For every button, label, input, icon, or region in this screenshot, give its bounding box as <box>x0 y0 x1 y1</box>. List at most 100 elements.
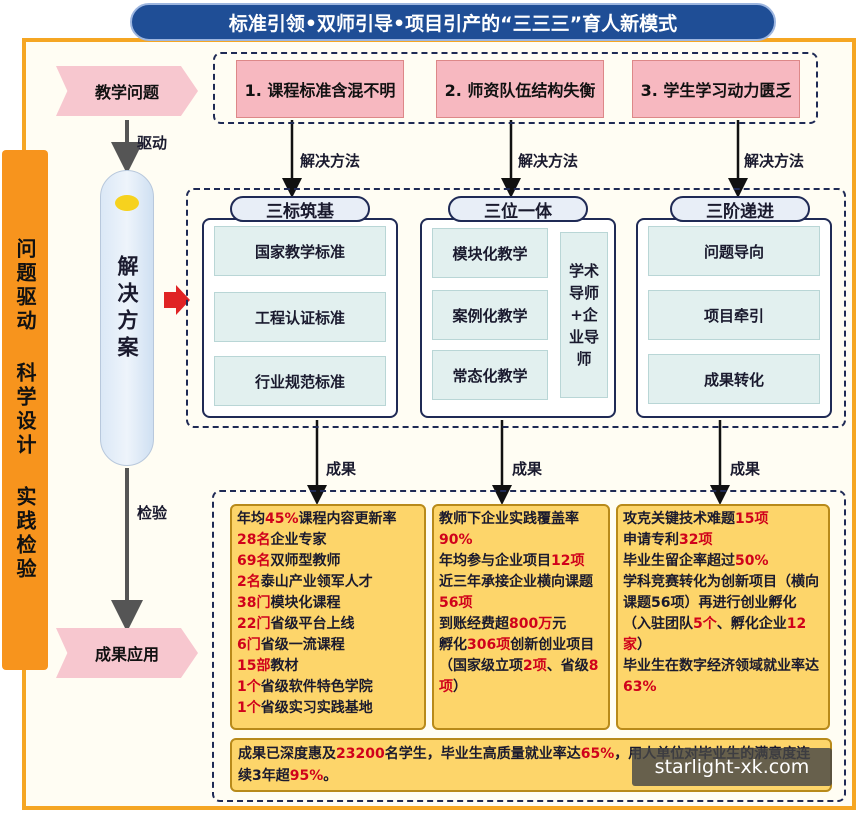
result-text: 近三年承接企业横向课题 <box>439 574 593 590</box>
standard-item: 国家教学标准 <box>214 226 386 276</box>
result-highlight-number: 12项 <box>551 553 585 569</box>
result-text: 毕业生在数字经济领域就业率达 <box>623 658 819 674</box>
method-label-3: 解决方法 <box>744 152 805 170</box>
result-text: 、省级 <box>546 658 589 674</box>
result-highlight-number: 65% <box>580 746 615 762</box>
result-highlight-number: 8项 <box>439 658 599 695</box>
result-highlight-number: 15项 <box>735 511 769 527</box>
result-line: 69名双师型教师 <box>237 551 419 572</box>
result-text: 成果已深度惠及 <box>238 746 336 762</box>
result-box-2: 教师下企业实践覆盖率 90% 年均参与企业项目12项近三年承接企业横向课题 56项到账… <box>432 504 610 730</box>
result-line: 38门模块化课程 <box>237 593 419 614</box>
result-text: 泰山产业领军人才 <box>260 574 373 590</box>
result-highlight-number: 5个 <box>693 616 717 632</box>
result-text: ） <box>637 637 651 653</box>
stage-item: 成果转化 <box>648 354 820 404</box>
stage-item: 问题导向 <box>648 226 820 276</box>
result-highlight-number: 22门 <box>237 616 271 632</box>
red-arrow-icon <box>164 285 190 315</box>
left-theme-bar: 问题驱动 科学设计 实践检验 <box>2 150 48 670</box>
result-highlight-number: 15部 <box>237 658 271 674</box>
result-text: 创新创业项目（国家级立项 <box>439 637 595 674</box>
result-highlight-number: 306项 <box>467 637 511 653</box>
result-line: 12家） <box>623 616 806 653</box>
problem-stage: 教学问题 <box>56 66 198 116</box>
teaching-item: 案例化教学 <box>432 290 548 340</box>
problem-3: 3. 学生学习动力匮乏 <box>632 60 800 118</box>
stage-item: 项目牵引 <box>648 290 820 340</box>
apply-stage: 成果应用 <box>56 628 198 678</box>
result-highlight-number: 6门 <box>237 637 261 653</box>
result-text: 申请专利 <box>623 532 679 548</box>
result-line: 毕业生留企率超过50% <box>623 553 769 569</box>
result-text: ） <box>453 679 467 695</box>
result-line: 孵化306项创新创业项目（国家级立项 <box>439 637 594 674</box>
result-line: 年均45%课程内容更新率 <box>237 509 419 530</box>
result-line: 2项、省级 <box>523 658 589 674</box>
result-highlight-number: 90% <box>439 532 473 548</box>
result-line: 学科竞赛转化为创新项目（横向课题56项）再进行创业孵化（入驻团队5个、孵化企业 <box>623 574 819 632</box>
result-highlight-number: 28名 <box>237 532 271 548</box>
result-highlight-number: 12家 <box>623 616 807 653</box>
result-line: 攻克关键技术难题15项 <box>623 511 768 527</box>
result-text: 省级平台上线 <box>270 616 355 632</box>
result-box-3: 攻克关键技术难题15项申请专利32项毕业生留企率超过50% 学科竞赛转化为创新项… <box>616 504 830 730</box>
result-text: 元 <box>552 616 567 632</box>
results-group <box>212 490 846 802</box>
result-text: 教师下企业实践覆盖率 <box>439 511 579 527</box>
result-label-2: 成果 <box>512 460 543 478</box>
result-label-1: 成果 <box>326 460 357 478</box>
result-highlight-number: 2名 <box>237 574 261 590</box>
check-label: 检验 <box>137 504 168 522</box>
result-line: 2名泰山产业领军人才 <box>237 572 419 593</box>
result-highlight-number: 50% <box>735 553 769 569</box>
panel-title-progressive: 三阶递进 <box>670 196 810 222</box>
teaching-item: 常态化教学 <box>432 350 548 400</box>
result-text: 名学生，毕业生高质量就业率达 <box>384 746 581 762</box>
result-text: 、孵化企业 <box>716 616 787 632</box>
problems-group <box>213 52 818 124</box>
summary-line: 成果已深度惠及23200名学生，毕业生高质量就业率达 <box>238 746 581 762</box>
result-highlight-number: 95% <box>289 768 324 784</box>
dual-mentor-box: 学术导师+企业导师 <box>560 232 608 398</box>
panel-title-standards: 三标筑基 <box>230 196 370 222</box>
method-label-1: 解决方法 <box>300 152 361 170</box>
result-text: 双师型教师 <box>270 553 341 569</box>
result-highlight-number: 69名 <box>237 553 271 569</box>
result-line: 1个省级软件特色学院 <box>237 677 419 698</box>
drive-label: 驱动 <box>137 134 168 152</box>
result-line: 申请专利32项 <box>623 532 712 548</box>
result-highlight-number: 800万 <box>509 616 553 632</box>
result-text: 课程内容更新率 <box>298 511 397 527</box>
result-line: 毕业生在数字经济领域就业率达63% <box>623 658 819 695</box>
result-text: 。 <box>323 768 338 784</box>
result-line: 15部教材 <box>237 656 419 677</box>
result-text: 到账经费超 <box>439 616 509 632</box>
result-text: 年均参与企业项目 <box>439 553 551 569</box>
result-text: 毕业生留企率超过 <box>623 553 735 569</box>
result-highlight-number: 1个 <box>237 679 261 695</box>
result-highlight-number: 2项 <box>523 658 547 674</box>
watermark: starlight-xk.com <box>632 748 832 786</box>
page-title: 标准引领•双师引导•项目引产的“三三三”育人新模式 <box>130 3 776 41</box>
result-line: 6门省级一流课程 <box>237 635 419 656</box>
result-line: 22门省级平台上线 <box>237 614 419 635</box>
result-line: 8项） <box>439 658 599 695</box>
solutions-group <box>186 188 846 428</box>
yellow-dot-icon <box>115 195 139 211</box>
result-text: 省级实习实践基地 <box>260 700 373 716</box>
result-label-3: 成果 <box>730 460 761 478</box>
standard-item: 行业规范标准 <box>214 356 386 406</box>
result-text: 省级一流课程 <box>260 637 345 653</box>
result-text: 省级软件特色学院 <box>260 679 373 695</box>
panel-title-trinity: 三位一体 <box>448 196 588 222</box>
result-text: 攻克关键技术难题 <box>623 511 735 527</box>
summary-line: 95%。 <box>290 768 338 784</box>
result-text: 模块化课程 <box>270 595 341 611</box>
result-highlight-number: 45% <box>265 511 299 527</box>
result-highlight-number: 23200 <box>336 746 385 762</box>
result-highlight-number: 56项 <box>439 595 473 611</box>
result-highlight-number: 32项 <box>679 532 713 548</box>
